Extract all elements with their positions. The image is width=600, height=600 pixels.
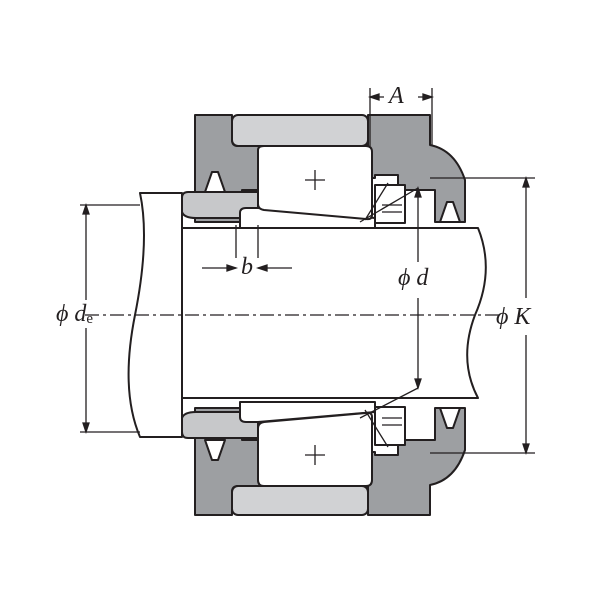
inner-rib-bottom — [374, 406, 406, 446]
label-d: ϕ d — [398, 265, 429, 291]
label-A: A — [389, 83, 404, 109]
roller-cross-top — [305, 170, 325, 190]
outer-ring-bottom — [231, 485, 369, 516]
label-de-subscript: e — [86, 311, 94, 327]
label-b: b — [241, 254, 253, 280]
roller-cross-bottom — [305, 445, 325, 465]
label-de-symbol: ϕ d — [56, 301, 87, 327]
label-de: ϕ de — [56, 302, 93, 327]
seal-bottom-right — [439, 407, 461, 429]
outer-ring-top — [231, 114, 369, 147]
seal-top-right — [439, 201, 461, 223]
seal-bottom-left — [204, 439, 226, 461]
label-K: ϕ K — [496, 304, 531, 330]
shaft-right — [181, 227, 487, 399]
